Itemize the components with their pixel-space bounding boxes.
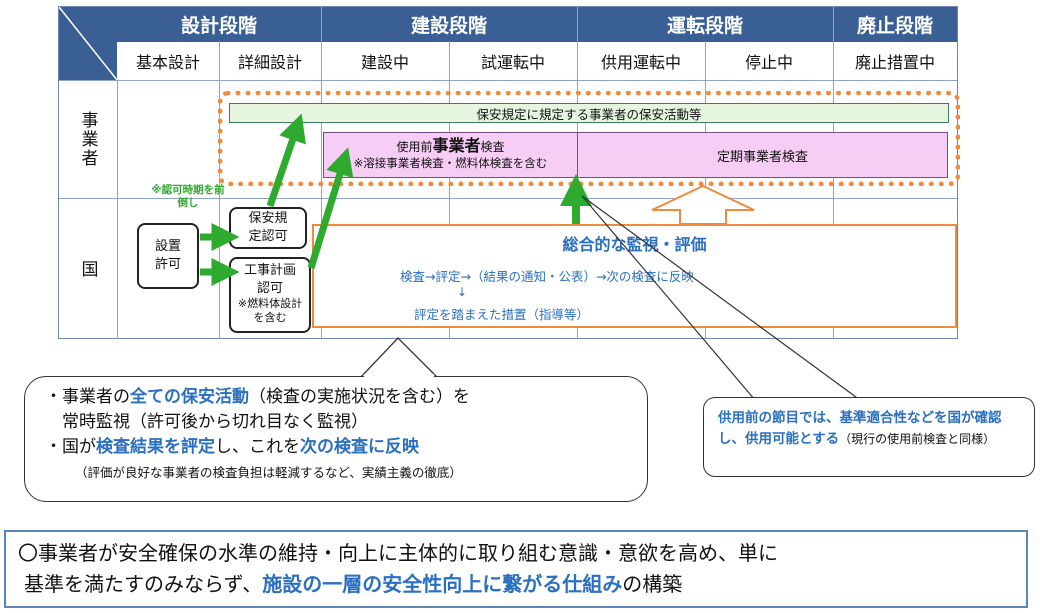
preuse-inspection-title: 使用前事業者検査 [396, 136, 505, 155]
phase-operation: 運転段階 [577, 7, 833, 41]
grid-v1 [117, 80, 118, 339]
oversight-flow: 検査→評定→（結果の通知・公表）→次の検査に反映 [400, 269, 694, 284]
arrow-construction-to-preuse [307, 147, 354, 270]
oversight-down-arrow: ↓ [457, 285, 468, 299]
conclusion-line2: 基準を満たすのみならず、施設の一層の安全性向上に繋がる仕組みの構築 [24, 572, 683, 596]
phase-construction: 建設段階 [321, 7, 577, 41]
grid-v4 [449, 41, 450, 339]
construction-plan-note: ※燃料体設計を含む [237, 297, 303, 325]
preuse-inspection-box: 使用前事業者検査 ※溶接事業者検査・燃料体検査を含む [323, 132, 578, 178]
periodic-inspection-box: 定期事業者検査 [577, 132, 948, 178]
row-label-operator: 事業者 [77, 111, 98, 168]
callout-left-line4: （評価が良好な事業者の検査負担は軽減するなど、実績主義の徹底） [75, 465, 462, 480]
corner-diagonal [59, 7, 117, 80]
phase-design: 設計段階 [117, 7, 321, 41]
left-callout: ・事業者の全ての保安活動（検査の実施状況を含む）を 常時監視（許可後から切れ目な… [24, 376, 648, 502]
subphase-shutdown: 停止中 [705, 41, 833, 80]
oversight-up-arrow-icon [651, 184, 755, 225]
grid-h1 [117, 41, 957, 42]
callout-left-line3: ・国が検査結果を評定し、これを次の検査に反映 [45, 437, 419, 457]
safety-activities-box: 保安規定に規定する事業者の保安活動等 [229, 103, 949, 123]
conclusion-line1: 〇事業者が安全確保の水準の維持・向上に主体的に取り組む意識・意欲を高め、単に [18, 541, 778, 565]
subphase-trial-operation: 試運転中 [449, 41, 577, 80]
right-callout-note: （現行の使用前検査と同様） [839, 432, 996, 446]
oversight-title: 総合的な監視・評価 [562, 235, 707, 254]
conclusion-box: 〇事業者が安全確保の水準の維持・向上に主体的に取り組む意識・意欲を高め、単に 基… [4, 530, 1028, 608]
callout-left-line2: 常時監視（許可後から切れ目なく監視） [62, 412, 368, 432]
oversight-box [312, 224, 957, 328]
grid-h2 [59, 80, 957, 81]
subphase-detailed-design: 詳細設計 [219, 41, 321, 80]
preuse-inspection-note: ※溶接事業者検査・燃料体検査を含む [353, 156, 548, 170]
oversight-measures: 評定を踏まえた措置（指導等） [414, 307, 590, 322]
subphase-basic-design: 基本設計 [117, 41, 219, 80]
left-callout-join [364, 374, 434, 378]
subphase-decommissioning: 廃止措置中 [833, 41, 957, 80]
safety-rules-approval-box: 保安規定認可 [229, 207, 307, 249]
grid-h3 [59, 198, 957, 199]
phase-decommission: 廃止段階 [833, 7, 957, 41]
row-label-state: 国 [77, 259, 98, 279]
construction-plan-label: 工事計画認可 [243, 263, 296, 296]
grid-v2 [219, 41, 220, 339]
install-permit-box: 設置許可 [137, 223, 199, 289]
approval-timing-note: ※認可時期を前倒し [151, 184, 225, 209]
right-callout: 供用前の節目では、基準適合性などを国が確認し、供用可能とする（現行の使用前検査と… [703, 397, 1035, 477]
arrow-safety-rules-to-activities [266, 113, 306, 208]
subphase-in-service: 供用運転中 [577, 41, 705, 80]
grid-v3 [321, 7, 322, 339]
callout-left-line1: ・事業者の全ての保安活動（検査の実施状況を含む）を [45, 387, 470, 407]
subphase-under-construction: 建設中 [321, 41, 449, 80]
right-callout-emphasis: 供用前の節目では、基準適合性などを国が確認し、供用可能とする [718, 410, 1002, 447]
construction-plan-approval-box: 工事計画認可 ※燃料体設計を含む [229, 257, 311, 333]
